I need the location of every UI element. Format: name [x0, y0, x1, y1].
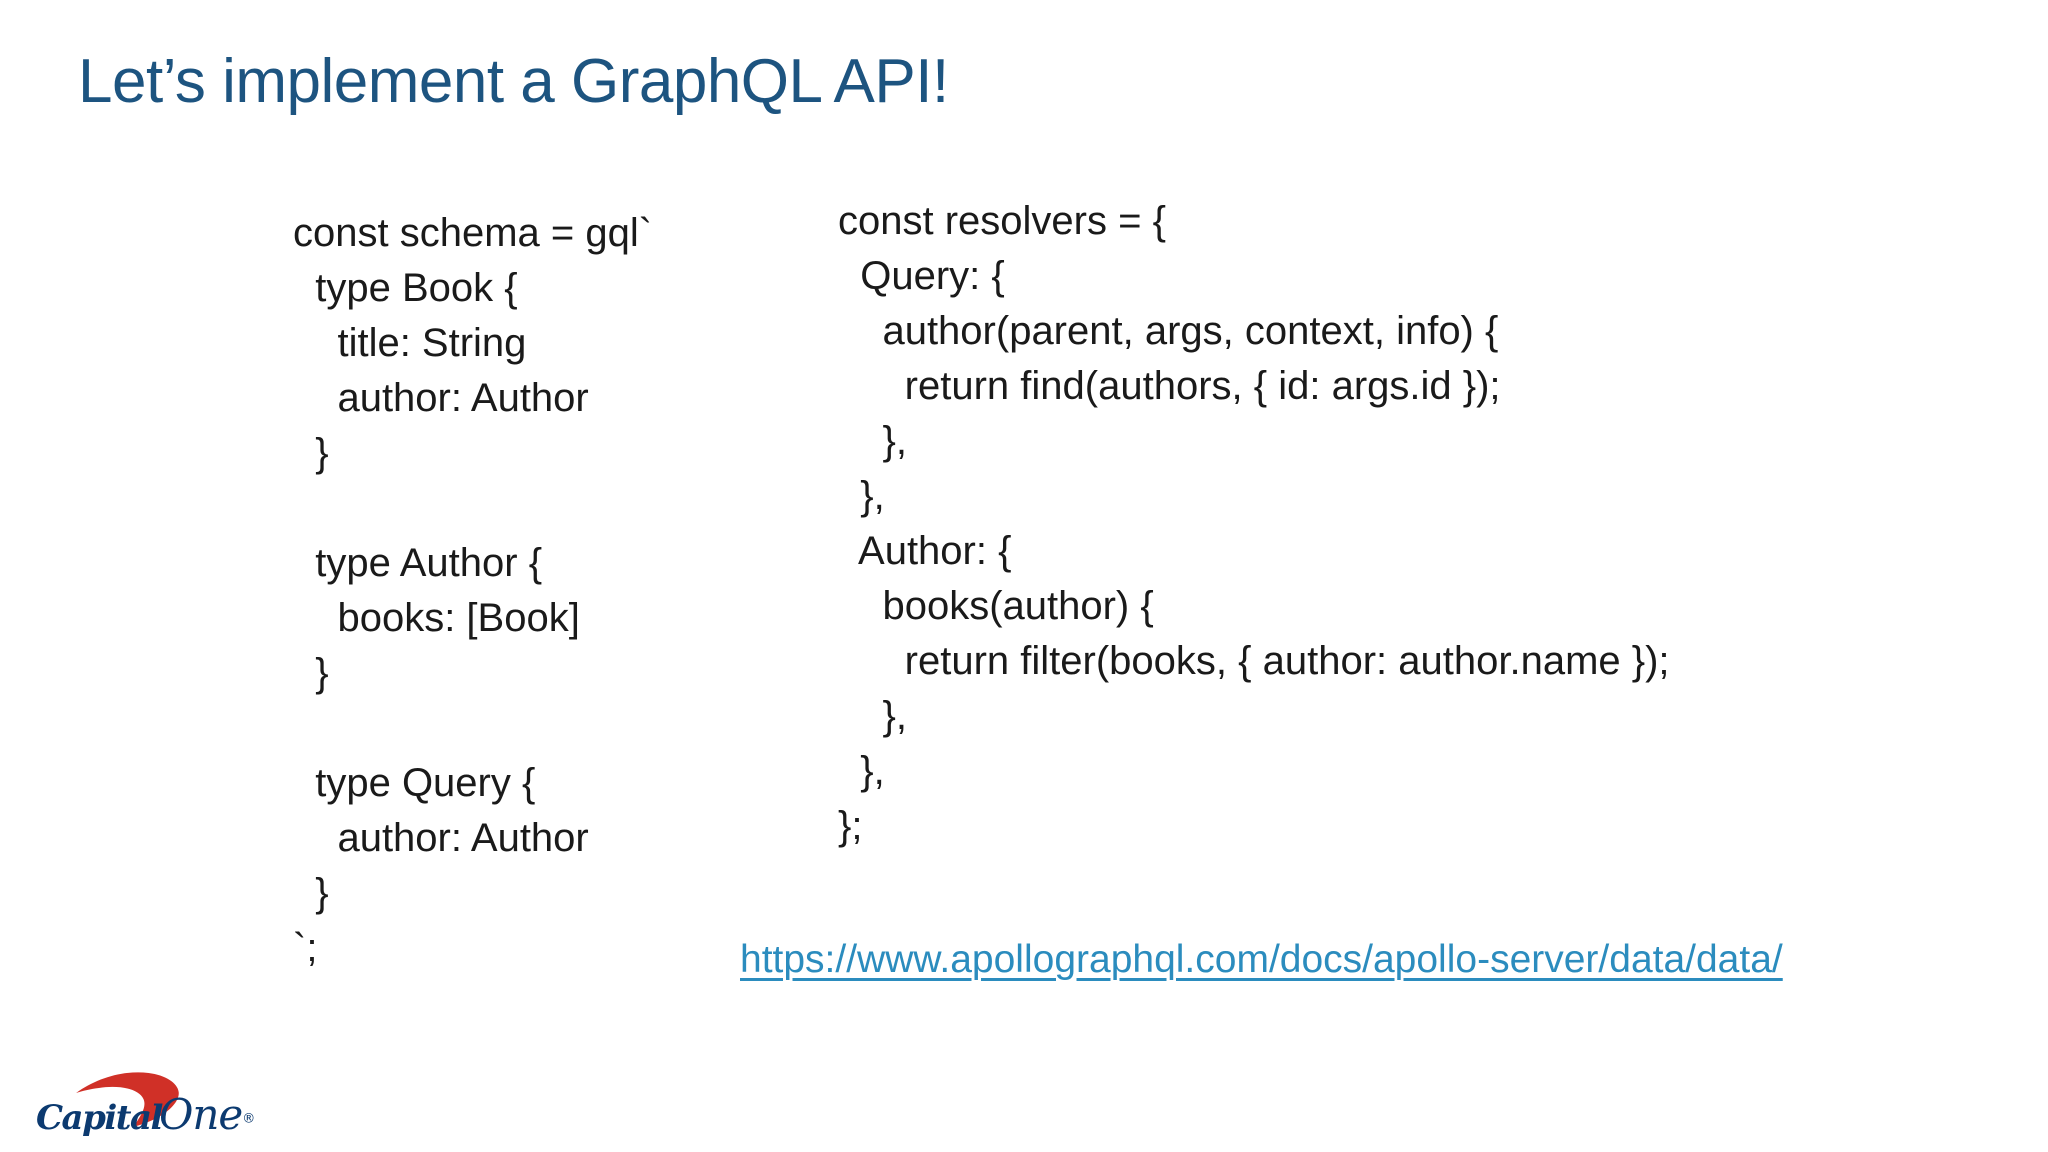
logo-registered-mark: ® — [242, 1111, 256, 1127]
apollo-docs-link[interactable]: https://www.apollographql.com/docs/apoll… — [740, 938, 1783, 981]
logo-wordmark: CapitalOne® — [36, 1090, 255, 1139]
capital-one-logo: CapitalOne® — [36, 1068, 255, 1139]
schema-code-block: const schema = gql` type Book { title: S… — [293, 211, 653, 970]
resolvers-code-block: const resolvers = { Query: { author(pare… — [838, 199, 1670, 848]
swoosh-icon — [76, 1072, 179, 1127]
slide-title: Let’s implement a GraphQL API! — [78, 47, 949, 116]
logo-capital-text: Capital — [36, 1098, 163, 1138]
logo-one-text: One — [158, 1090, 243, 1139]
